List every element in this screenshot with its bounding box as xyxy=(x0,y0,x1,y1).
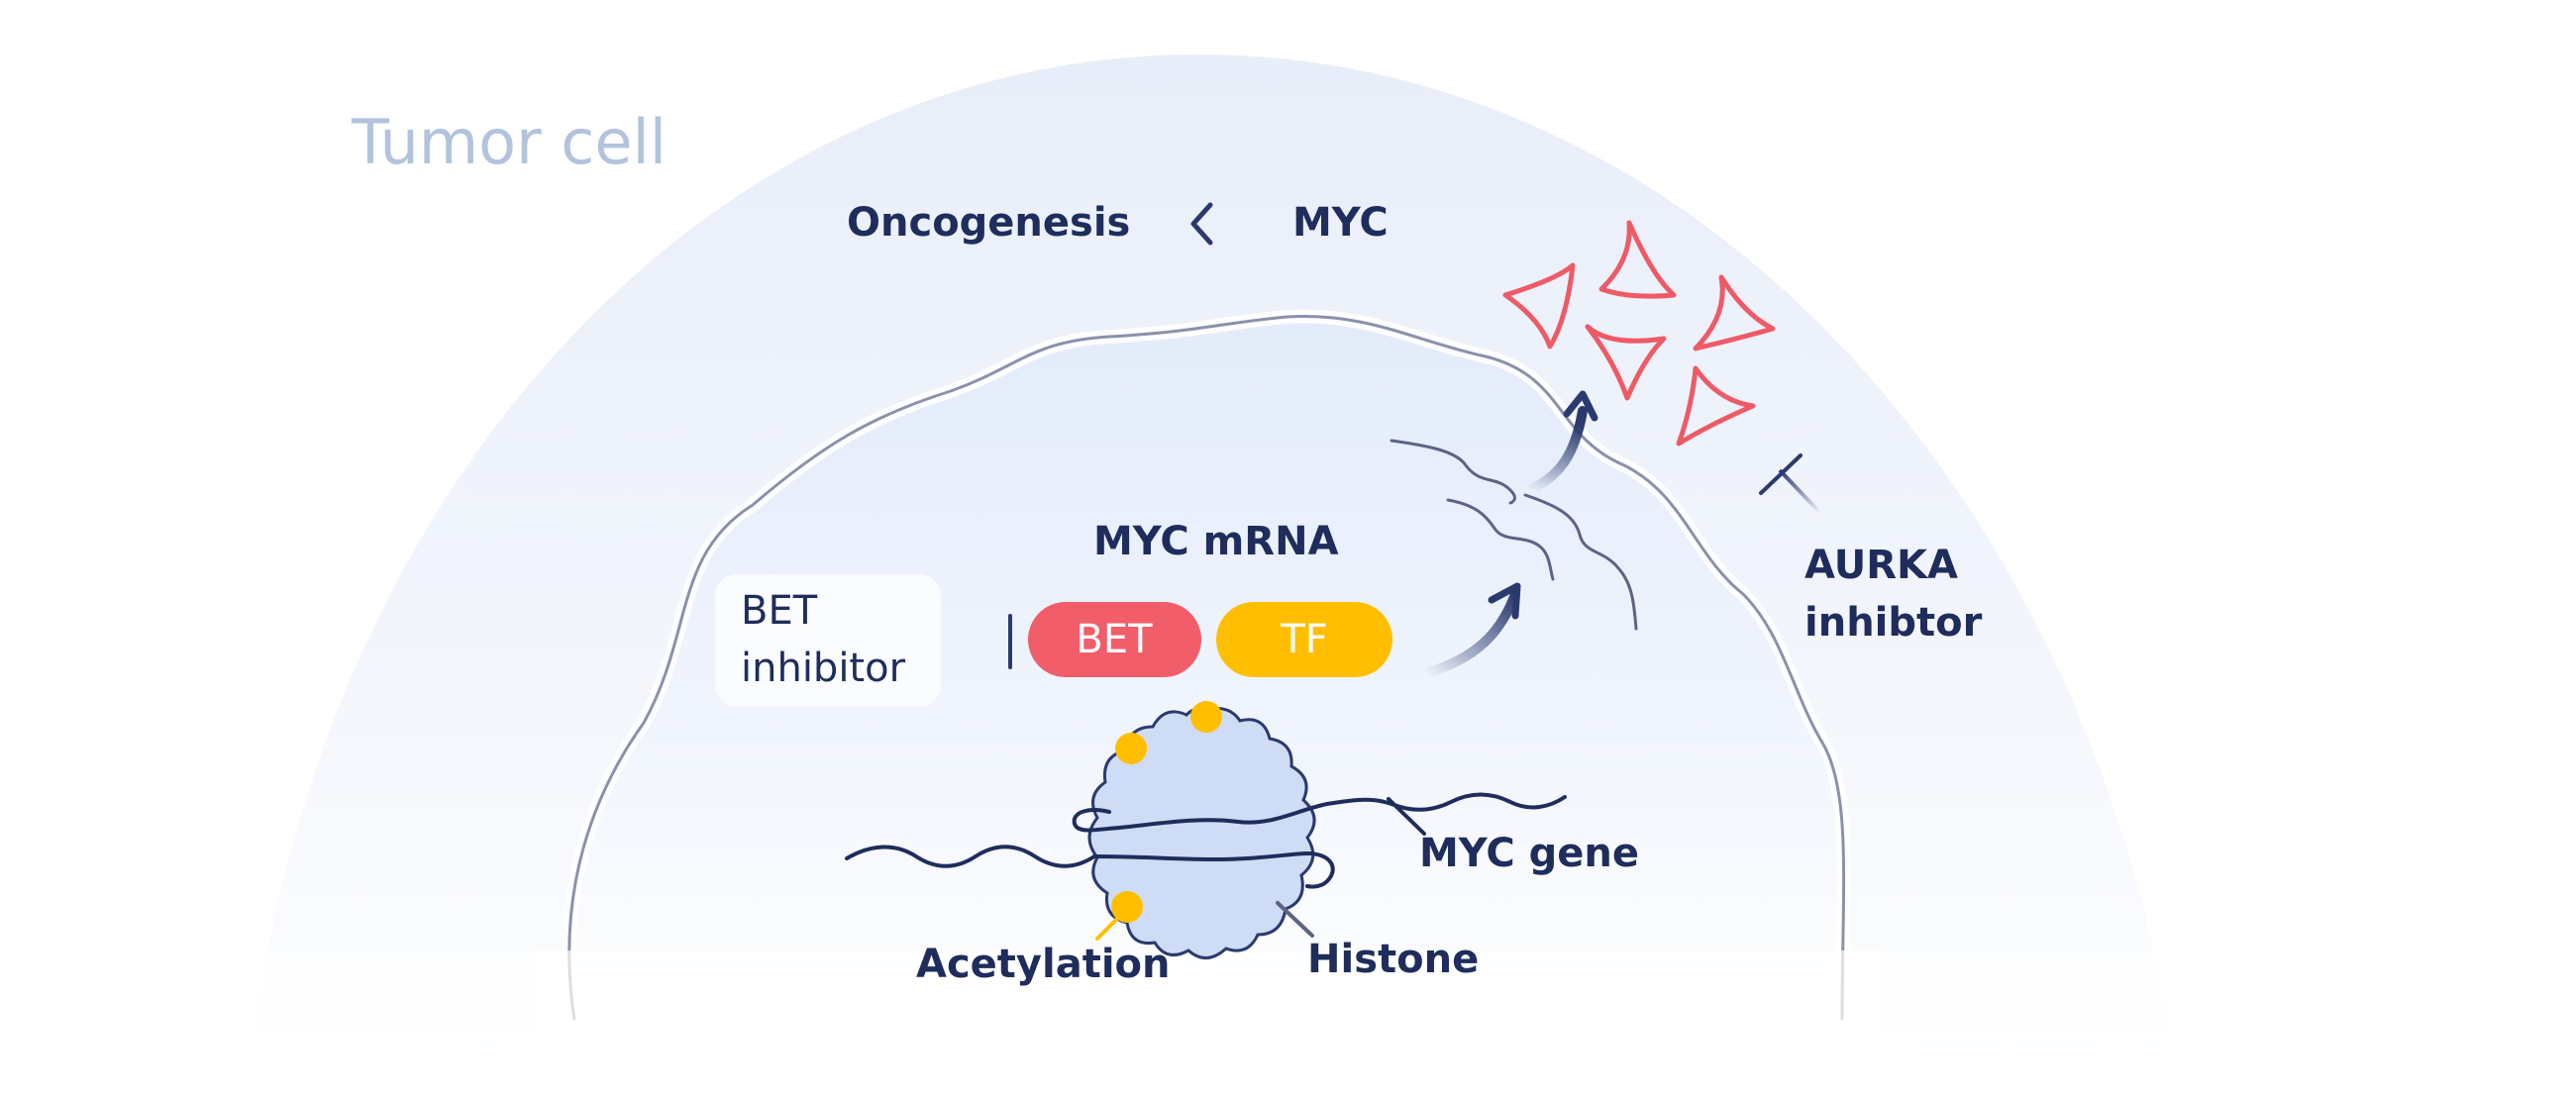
bet-inhibitor-box xyxy=(715,574,941,707)
dna-strand-wrap-2 xyxy=(1072,802,1329,833)
mrna-strand-2 xyxy=(1446,498,1555,581)
histone-label: Histone xyxy=(1307,937,1479,982)
myc-mrna-strands xyxy=(1390,439,1638,631)
aurka-protein-4 xyxy=(1585,324,1667,401)
nucleus-bottom-fade xyxy=(535,950,1882,1099)
bet-inhibitor-label-1: BET xyxy=(741,588,818,634)
oncogenesis-label: Oncogenesis xyxy=(847,200,1130,246)
acetylation-mark-1 xyxy=(1190,701,1222,733)
myc-gene-dna xyxy=(845,792,1567,889)
acetylation-label: Acetylation xyxy=(916,942,1170,987)
myc-mrna-label: MYC mRNA xyxy=(1093,519,1339,564)
histone-pointer xyxy=(1276,901,1314,938)
acetylation-pointer xyxy=(1095,917,1119,941)
myc-gene-label: MYC gene xyxy=(1419,831,1639,876)
aurka-protein-3 xyxy=(1693,274,1776,351)
bet-protein-pill xyxy=(1028,602,1201,677)
myc-protein-label: MYC xyxy=(1292,200,1389,246)
bet-inhibitor-label-2: inhibitor xyxy=(741,646,906,691)
nuclear-export-arrow xyxy=(1525,406,1588,495)
aurka-inhibitor-label-1: AURKA xyxy=(1804,543,1958,588)
mrna-strand-3 xyxy=(1523,493,1638,631)
dna-strand-right xyxy=(1325,792,1567,812)
aurka-protein-2 xyxy=(1598,220,1677,299)
bet-protein-label: BET xyxy=(1076,617,1153,662)
mrna-transcription-arrowhead xyxy=(1488,582,1521,620)
aurka-inhibitor-label-2: inhibtor xyxy=(1804,600,1983,646)
nucleus-membrane xyxy=(567,314,1846,1021)
tf-protein-pill xyxy=(1216,602,1392,677)
mrna-strand-1 xyxy=(1390,439,1516,505)
aurka-protein-5 xyxy=(1676,365,1756,447)
myc-gene-pointer xyxy=(1387,797,1426,836)
acetylation-mark-3 xyxy=(1111,891,1143,923)
acetylation-mark-2 xyxy=(1115,733,1147,764)
aurka-inhibitor-stem xyxy=(1778,468,1822,515)
tf-protein-label: TF xyxy=(1280,617,1327,662)
aurka-protein-cluster xyxy=(1502,220,1776,447)
histone-body xyxy=(1087,707,1316,959)
nucleus-body xyxy=(568,316,1844,1020)
nuclear-export-arrowhead xyxy=(1563,390,1598,422)
tumor-cell-label: Tumor cell xyxy=(351,106,667,178)
aurka-inhibitor-bar xyxy=(1759,453,1803,495)
mrna-transcription-arrow xyxy=(1421,589,1520,678)
aurka-protein-1 xyxy=(1502,262,1576,350)
dna-strand-wrap-1 xyxy=(1092,850,1335,889)
chevron-left-icon xyxy=(1190,202,1213,246)
dna-strand-left xyxy=(845,845,1096,868)
